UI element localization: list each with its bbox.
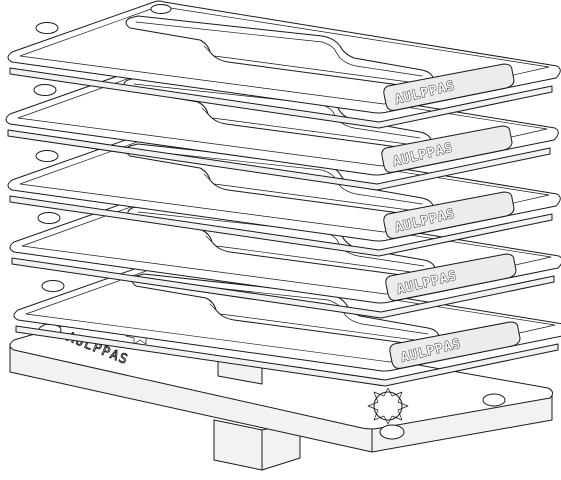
plate-1: AULPPAS — [7, 0, 561, 129]
base-hole-front — [379, 424, 405, 440]
base-hole-right — [482, 393, 506, 407]
gear-icon — [367, 387, 409, 425]
plate-5: AULPPAS — [13, 258, 561, 387]
base-stem-front — [213, 419, 263, 471]
plate-3: AULPPAS — [7, 128, 561, 257]
